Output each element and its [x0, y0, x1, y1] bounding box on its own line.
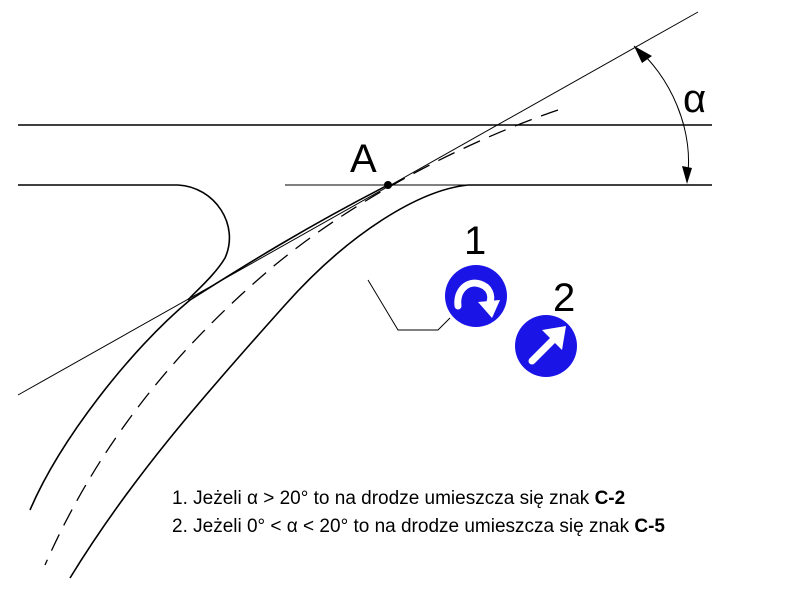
tangent-line	[17, 11, 699, 396]
curved-right-arrow-icon	[454, 279, 500, 318]
note-1: 1. Jeżeli α > 20° to na drodze umieszcza…	[172, 488, 625, 510]
note-1-text: 1. Jeżeli α > 20° to na drodze umieszcza…	[172, 488, 590, 509]
angle-alpha-label: α	[683, 77, 706, 121]
sign-1	[445, 265, 507, 327]
sign-1-number: 1	[464, 219, 486, 263]
angle-arc-arrowhead-top	[634, 46, 652, 63]
slip-road-outer-edge	[69, 184, 469, 579]
sign-2-number: 2	[553, 276, 575, 320]
diagonal-up-right-arrow-icon	[528, 326, 566, 365]
slip-road-inner-edge	[29, 183, 391, 511]
point-a-marker	[384, 181, 392, 189]
sign-leader-line	[367, 279, 451, 331]
angle-arc-arrowhead-bottom	[682, 166, 692, 184]
main-road-bottom-edge-left	[18, 184, 231, 301]
slip-road-center-dashed-line	[44, 109, 559, 566]
note-2-sign-code: C-5	[634, 516, 665, 537]
point-a-label: A	[350, 137, 377, 181]
sign-1-circle	[445, 265, 507, 327]
sign-2	[515, 315, 577, 377]
note-1-sign-code: C-2	[594, 488, 626, 509]
angle-alpha-arc	[633, 45, 689, 183]
note-2-text: 2. Jeżeli 0° < α < 20° to na drodze umie…	[172, 516, 630, 537]
note-2: 2. Jeżeli 0° < α < 20° to na drodze umie…	[172, 516, 665, 538]
